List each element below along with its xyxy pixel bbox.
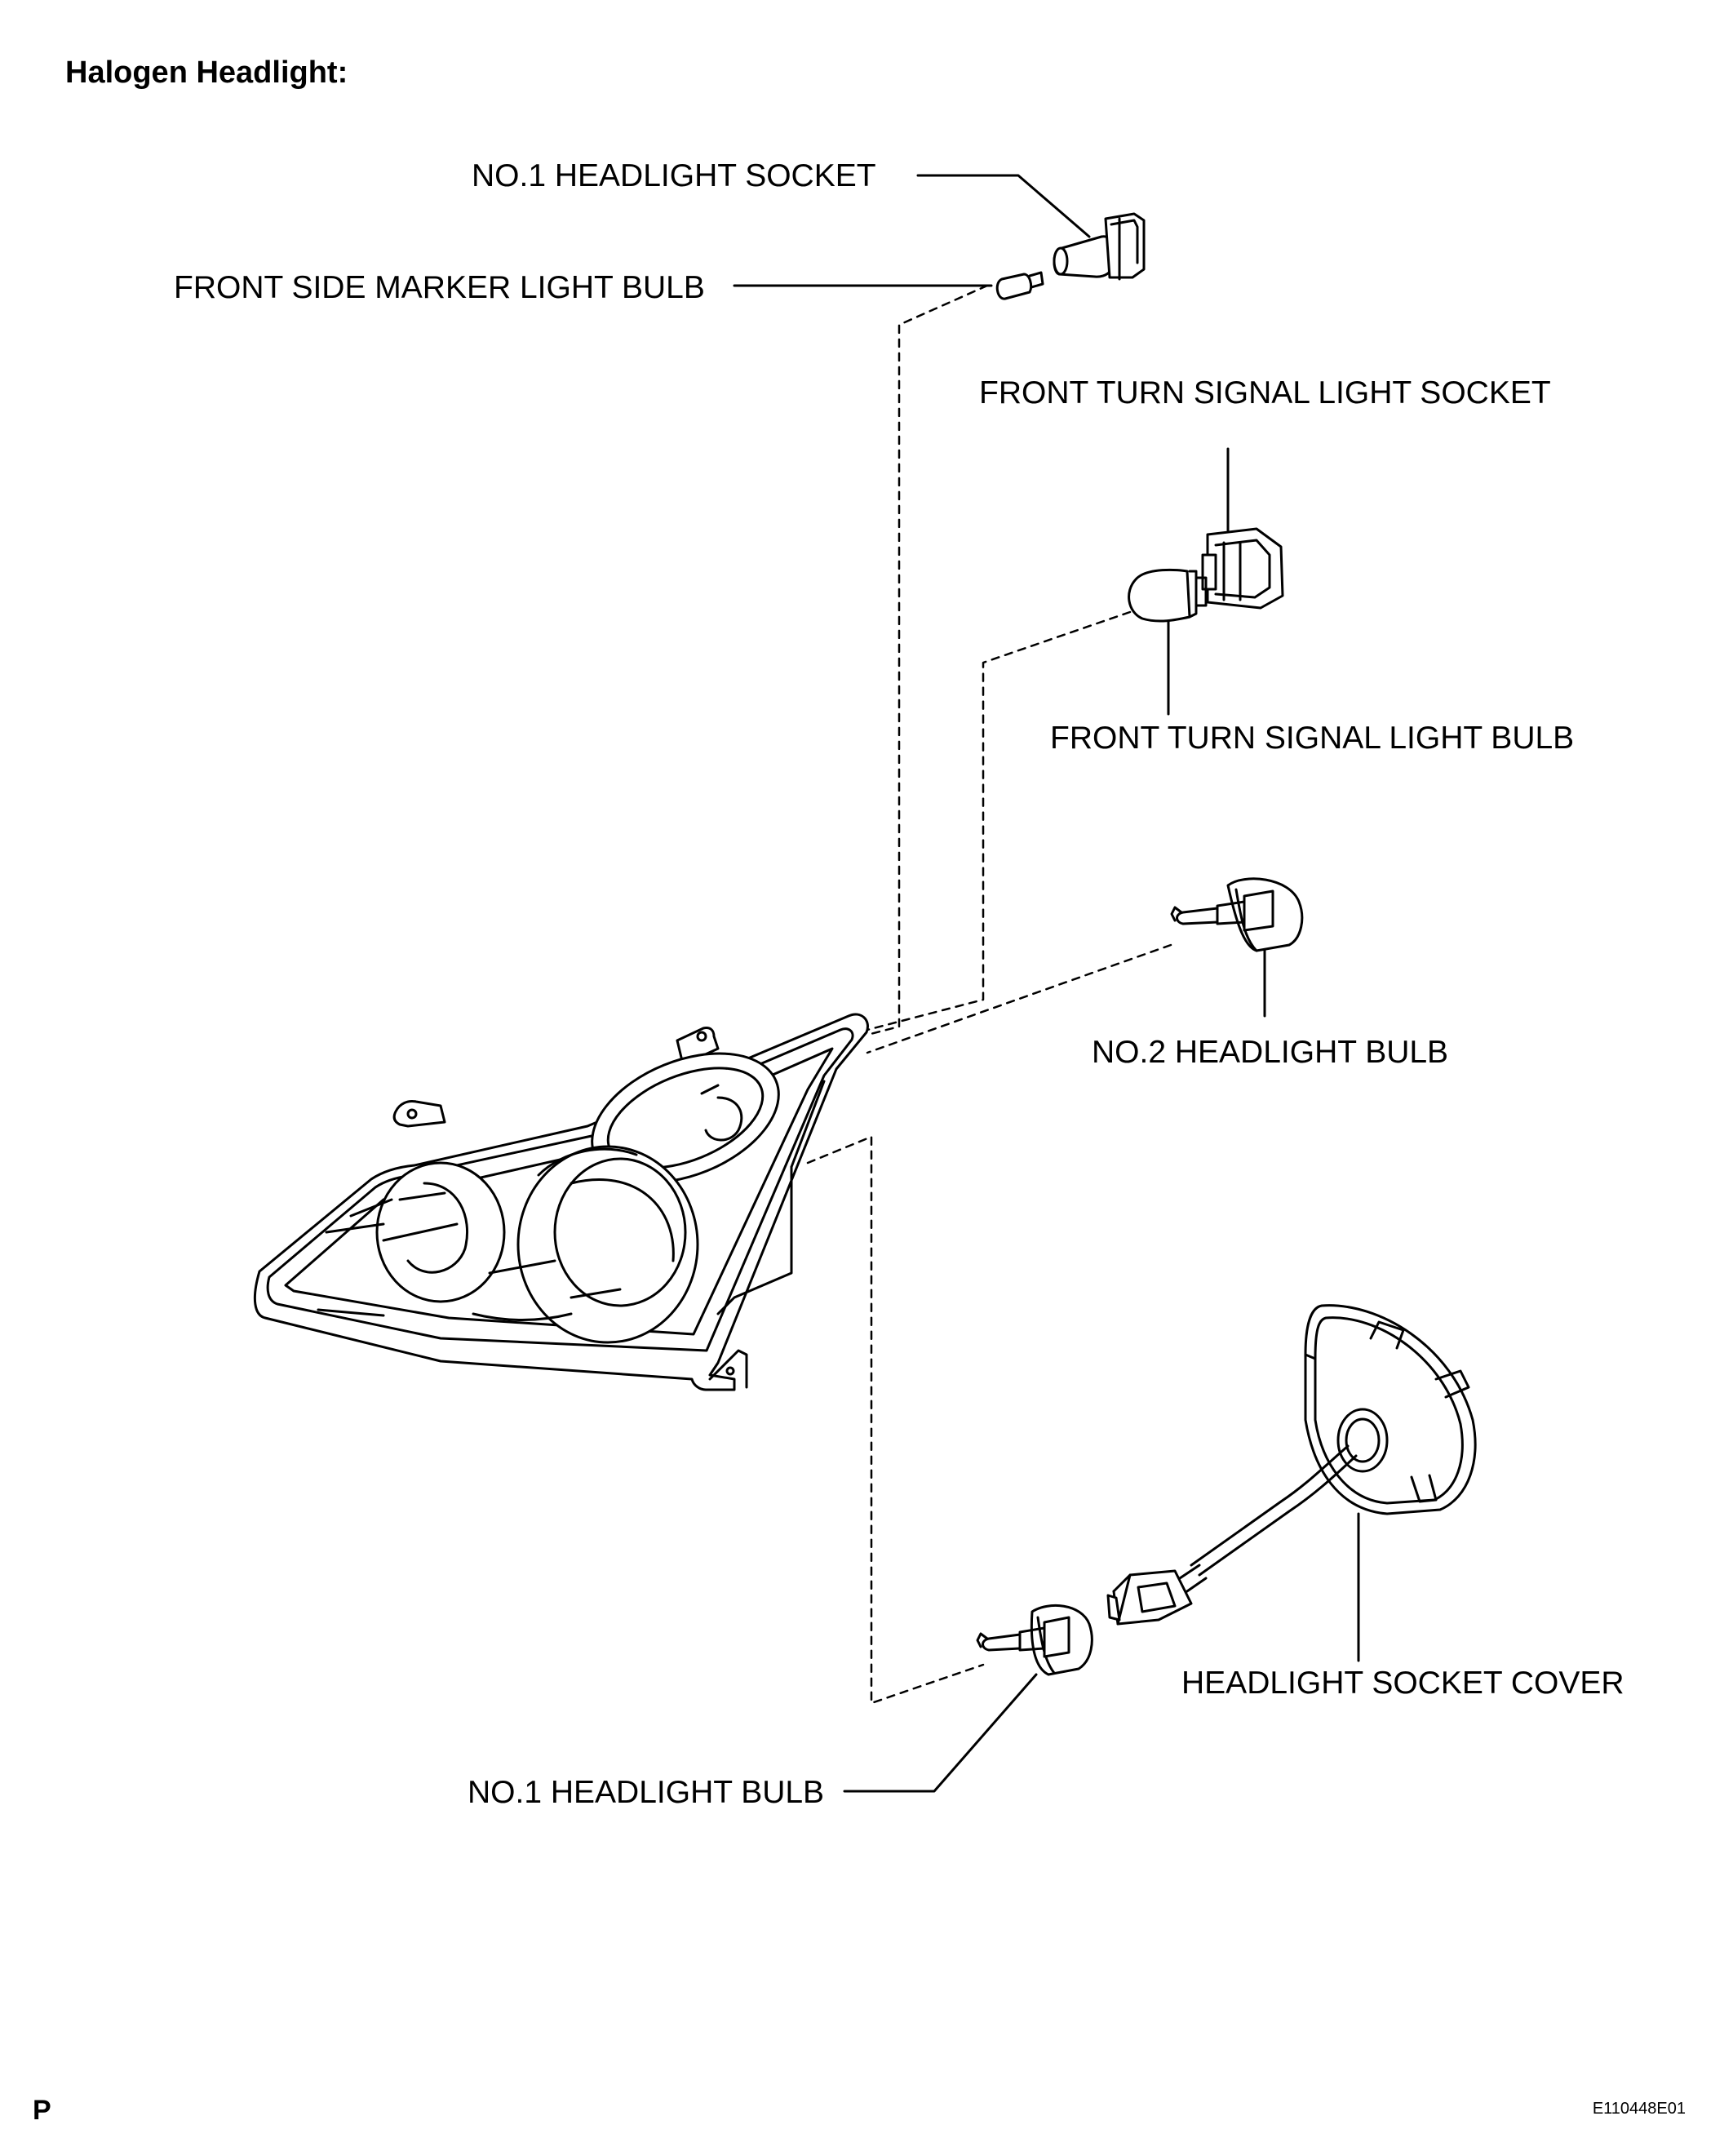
label-no1-headlight-bulb: NO.1 HEADLIGHT BULB — [468, 1775, 825, 1810]
leader-lines — [733, 174, 1360, 1793]
dash-no2-bulb — [866, 943, 1172, 1054]
leader-no1-bulb — [843, 1673, 1038, 1793]
page-title: Halogen Headlight: — [65, 55, 348, 90]
label-no2-headlight-bulb: NO.2 HEADLIGHT BULB — [1092, 1035, 1449, 1070]
assembly-lines — [806, 284, 1172, 1705]
no1-headlight-socket — [1053, 212, 1146, 281]
label-headlight-socket-cover: HEADLIGHT SOCKET COVER — [1181, 1666, 1624, 1701]
dash-turn-bulb — [866, 610, 1132, 1031]
dash-side-marker — [866, 284, 989, 1036]
label-front-turn-bulb: FRONT TURN SIGNAL LIGHT BULB — [1050, 721, 1575, 756]
headlight-socket-cover — [1106, 1304, 1477, 1626]
corner-mark: P — [33, 2095, 51, 2126]
no1-headlight-bulb — [976, 1604, 1093, 1676]
headlight-assembly — [253, 1013, 869, 1391]
leader-no1-socket — [916, 174, 1091, 238]
dash-no1-bulb — [806, 1135, 985, 1705]
no2-headlight-bulb — [1170, 877, 1304, 952]
label-front-side-marker-bulb: FRONT SIDE MARKER LIGHT BULB — [174, 270, 705, 305]
front-turn-bulb — [1128, 568, 1208, 623]
front-side-marker-bulb — [995, 271, 1044, 300]
front-turn-socket — [1201, 527, 1284, 610]
label-no1-headlight-socket: NO.1 HEADLIGHT SOCKET — [472, 158, 876, 193]
label-front-turn-socket: FRONT TURN SIGNAL LIGHT SOCKET — [979, 375, 1551, 410]
figure-code: E110448E01 — [1592, 2100, 1686, 2118]
